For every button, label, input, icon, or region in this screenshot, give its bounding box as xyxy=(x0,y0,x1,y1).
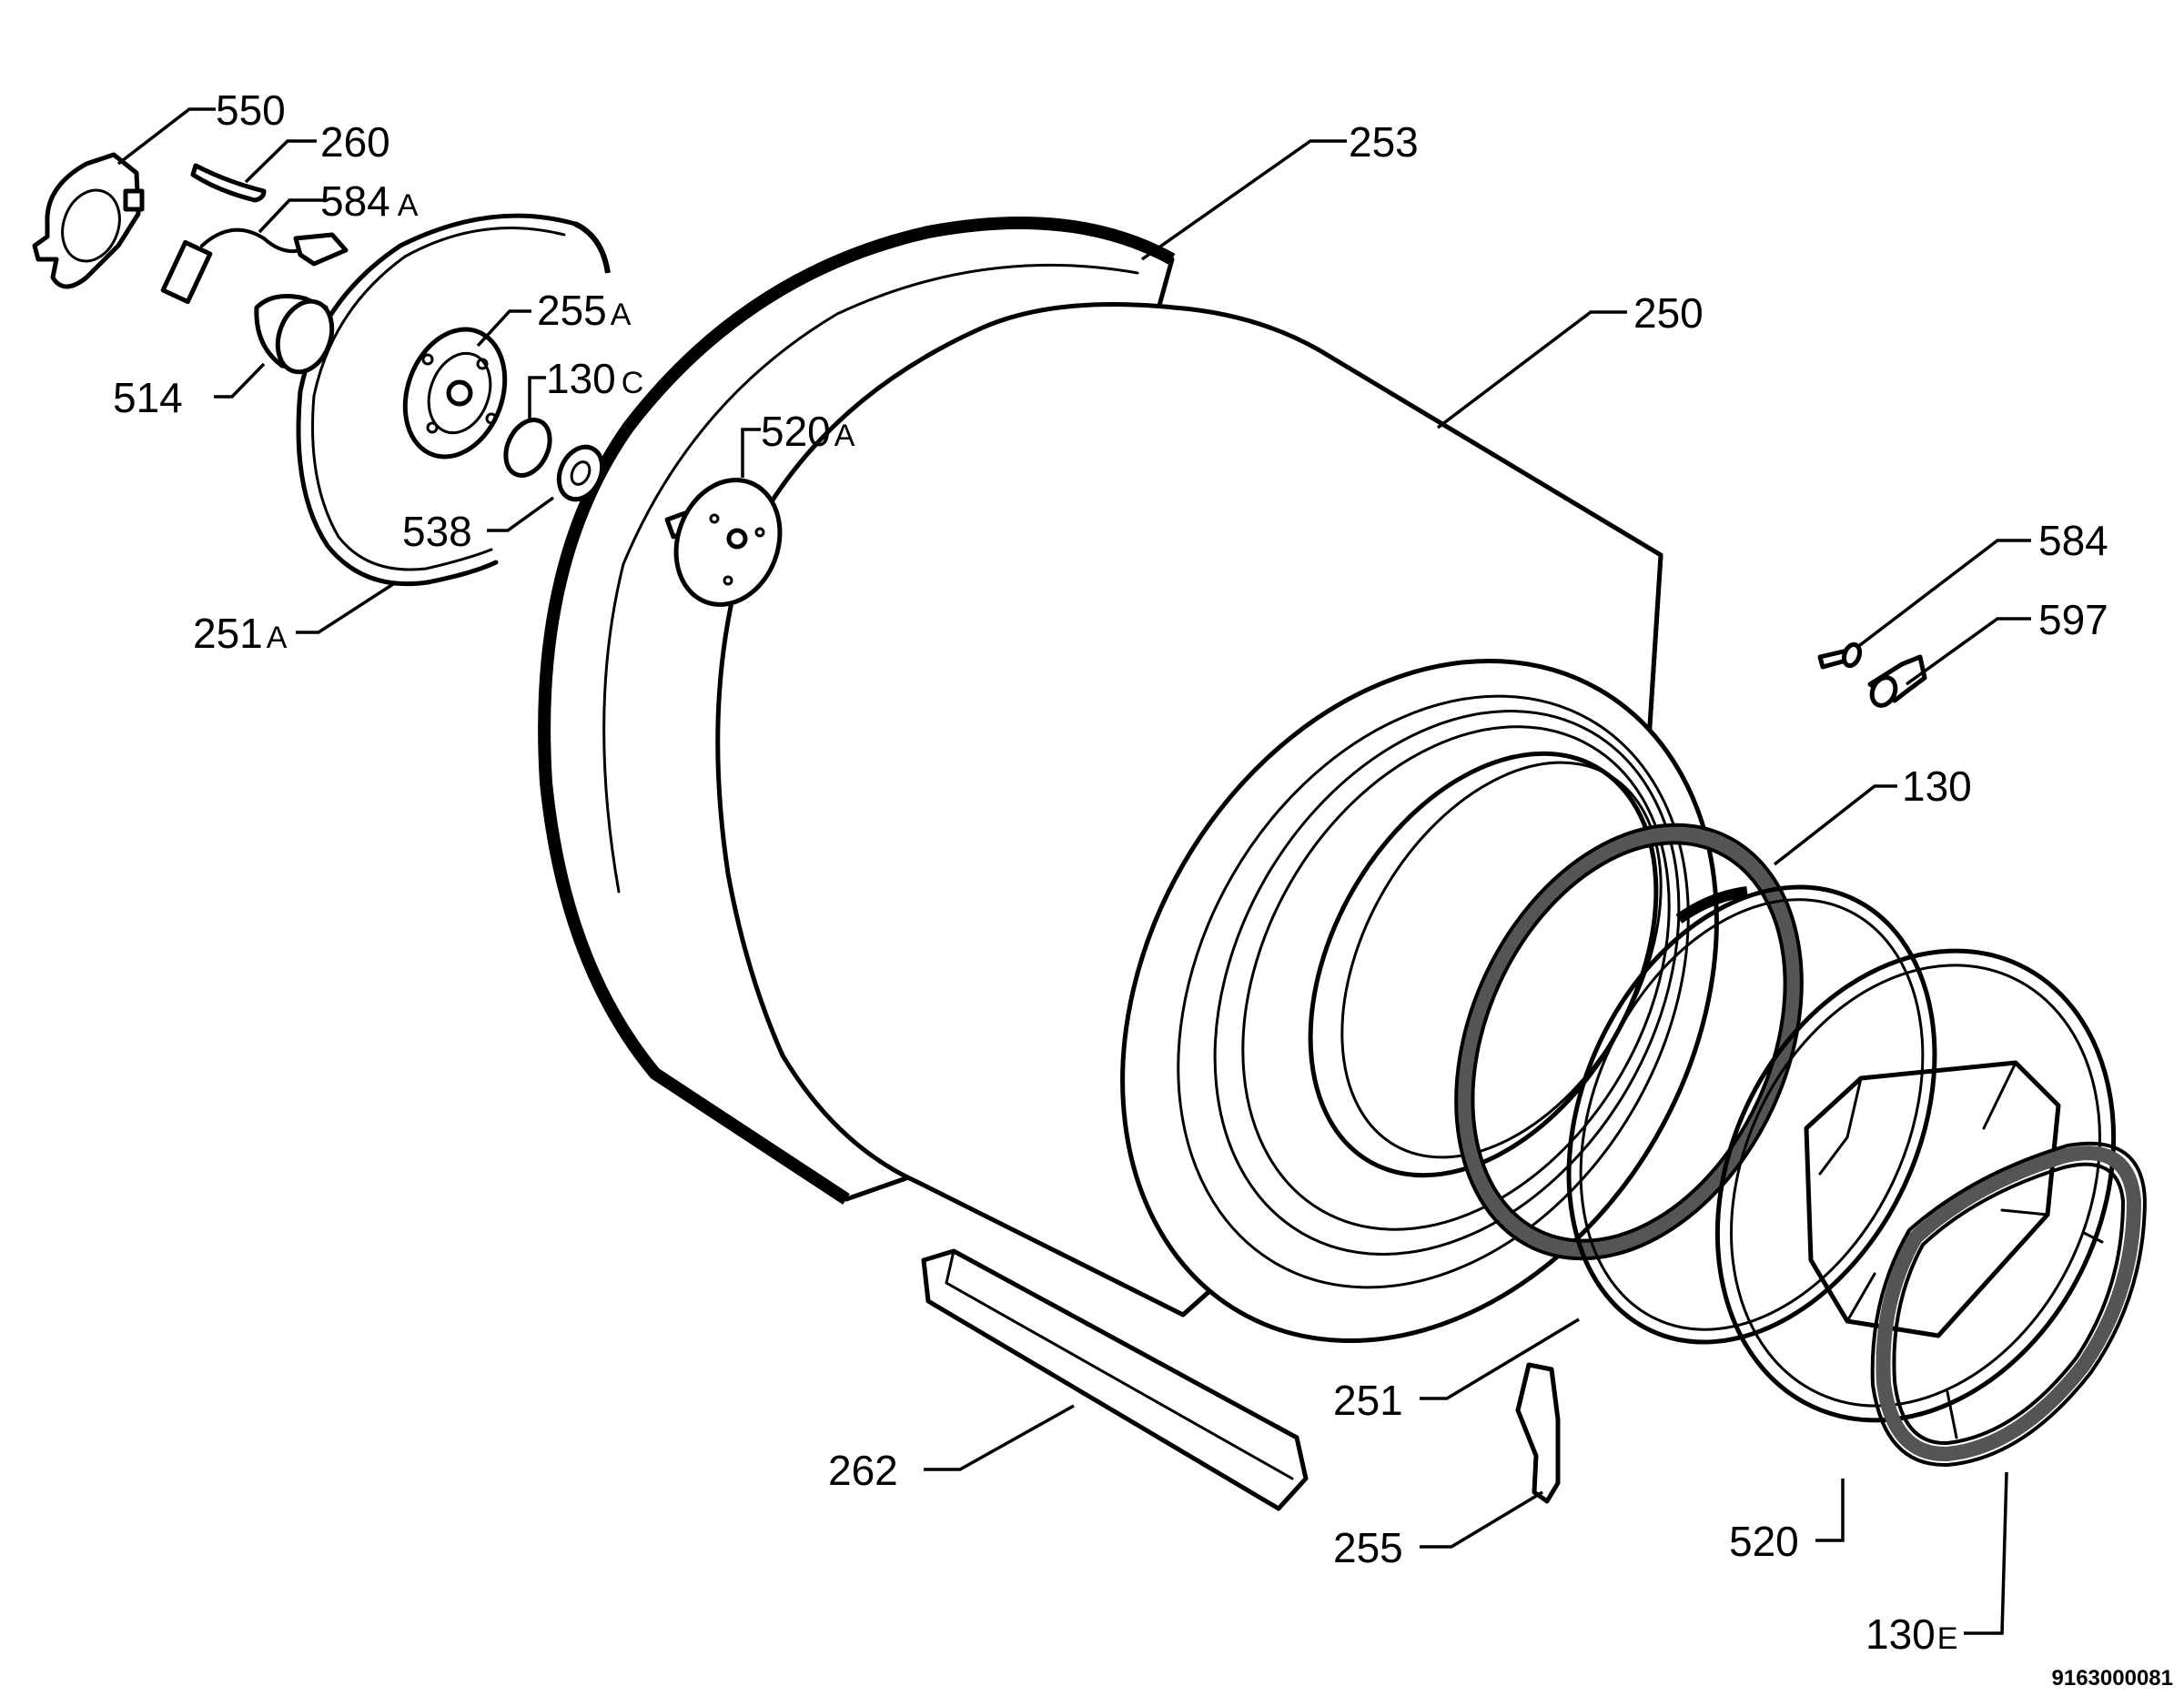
part-130-felt-seal xyxy=(1454,823,1804,1261)
label-251: 251 xyxy=(1333,1377,1403,1424)
leader-597 xyxy=(1905,617,2031,686)
leader-584A xyxy=(258,198,326,234)
part-584-screw xyxy=(1817,641,1863,670)
label-520: 520 xyxy=(1729,1518,1799,1565)
leader-520A xyxy=(741,428,761,478)
part-520-front-frame xyxy=(1714,948,2117,1423)
part-514-bushing xyxy=(254,294,335,375)
label-130E: 130E xyxy=(1866,1610,1957,1658)
label-514: 514 xyxy=(113,374,183,421)
part-520A-bearing-plate xyxy=(664,478,783,607)
leader-520 xyxy=(1815,1479,1845,1542)
part-550-bracket xyxy=(32,152,145,289)
label-262: 262 xyxy=(828,1447,898,1494)
label-584: 584 xyxy=(2038,517,2108,564)
leader-253 xyxy=(1140,139,1347,261)
leader-262 xyxy=(924,1404,1075,1471)
label-130: 130 xyxy=(1902,762,1972,810)
label-253: 253 xyxy=(1349,118,1419,166)
part-130E-door-gasket xyxy=(1870,1141,2148,1468)
label-597: 597 xyxy=(2038,596,2108,643)
label-550: 550 xyxy=(216,86,286,134)
part-597-roller xyxy=(1867,654,1927,708)
part-130C-o-ring xyxy=(503,418,552,478)
leader-550 xyxy=(116,107,216,166)
part-538-washer xyxy=(556,444,605,502)
part-255A-bearing-flange xyxy=(402,327,508,459)
part-251-front-seal xyxy=(1566,884,1937,1345)
part-260-clip xyxy=(190,163,267,203)
leader-251A xyxy=(296,580,397,634)
leader-250 xyxy=(1436,310,1627,429)
leader-260 xyxy=(244,139,317,184)
leader-255A xyxy=(476,309,531,348)
label-250: 250 xyxy=(1633,289,1704,337)
leader-251 xyxy=(1420,1317,1580,1400)
part-262-paddle xyxy=(921,1248,1309,1511)
leader-584 xyxy=(1855,539,2031,650)
leader-255 xyxy=(1420,1490,1543,1549)
part-255-clip xyxy=(1515,1362,1561,1504)
leader-lines xyxy=(116,107,2031,1635)
leader-130E xyxy=(1964,1471,2008,1635)
leader-514 xyxy=(214,362,266,399)
leader-130C xyxy=(528,376,546,420)
label-255: 255 xyxy=(1333,1524,1403,1571)
document-code: 9163000081 xyxy=(2052,1666,2173,1691)
label-260: 260 xyxy=(320,118,390,166)
part-584A-sensor xyxy=(160,227,349,305)
label-538: 538 xyxy=(402,508,472,555)
leader-130 xyxy=(1773,784,1897,866)
leader-538 xyxy=(487,496,555,532)
